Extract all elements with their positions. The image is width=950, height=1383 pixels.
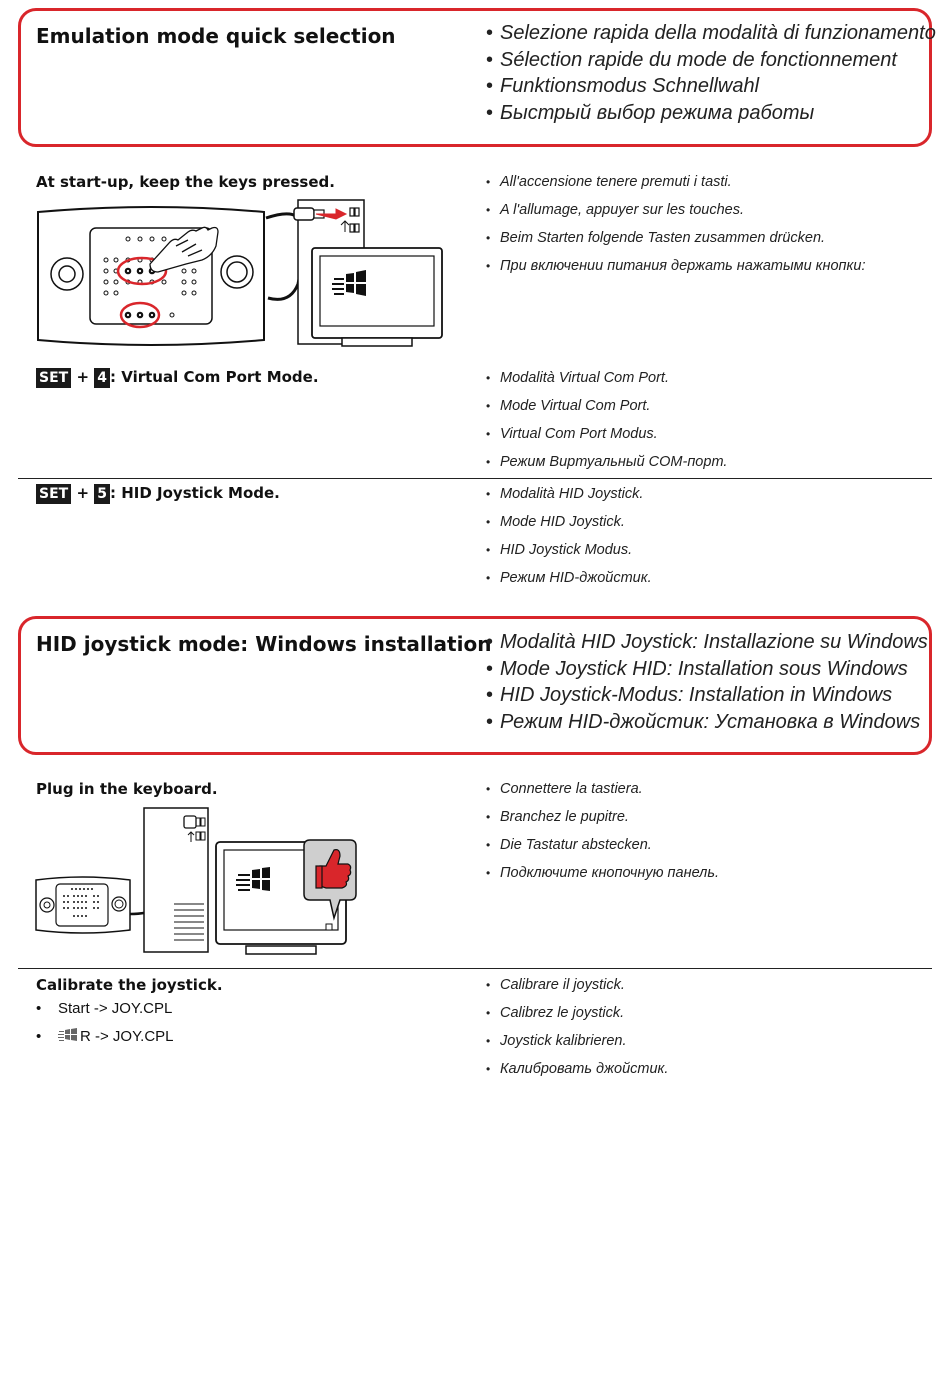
keyboard-drawing (37, 206, 265, 346)
step-text: R -> JOY.CPL (80, 1028, 174, 1045)
step-text: Start -> JOY.CPL (58, 1000, 173, 1017)
plus-sign: + (76, 484, 90, 502)
mode-hid-translations: Modalità HID Joystick. Mode HID Joystick… (486, 480, 652, 592)
windows-logo-icon (58, 1028, 77, 1041)
translation-it: Selezione rapida della modalità di funzi… (486, 20, 936, 47)
translation-de: HID Joystick-Modus: Installation in Wind… (486, 682, 928, 709)
divider (18, 478, 932, 479)
usb-symbol-icon (340, 220, 350, 232)
translation-it: All'accensione tenere premuti i tasti. (486, 168, 865, 196)
translation-de: Die Tastatur abstecken. (486, 831, 719, 859)
translation-ru: Калибровать джойстик. (486, 1055, 668, 1083)
section-translations-emulation: Selezione rapida della modalità di funzi… (486, 20, 936, 126)
translation-it: Modalità Virtual Com Port. (486, 364, 727, 392)
mode-vcp-row: SET + 4: Virtual Com Port Mode. (36, 368, 319, 388)
translation-ru: Подключите кнопочную панель. (486, 859, 719, 887)
monitor-drawing (311, 247, 443, 347)
startup-illustration (37, 199, 443, 347)
translation-it: Modalità HID Joystick: Installazione su … (486, 629, 928, 656)
usb-symbol-icon (187, 831, 195, 842)
translation-ru: Режим Виртуальный COM-порт. (486, 448, 727, 476)
hand-pointer-icon (149, 226, 219, 273)
thumbs-up-icon (303, 839, 357, 931)
translation-ru: Режим HID-джойстик: Установка в Windows (486, 709, 928, 736)
translation-fr: Branchez le pupitre. (486, 803, 719, 831)
translation-ru: Быстрый выбор режима работы (486, 100, 936, 127)
translation-de: Joystick kalibrieren. (486, 1027, 668, 1055)
key-set: SET (36, 484, 72, 504)
mode-vcp-label: : Virtual Com Port Mode. (110, 368, 319, 386)
calibrate-steps: Start -> JOY.CPL R -> JOY.CPL (36, 995, 174, 1051)
usb-plug-icon (183, 815, 197, 829)
translation-fr: A l'allumage, appuyer sur les touches. (486, 196, 865, 224)
usb-plug-icon (293, 207, 348, 221)
translation-it: Connettere la tastiera. (486, 775, 719, 803)
translation-fr: Mode Virtual Com Port. (486, 392, 727, 420)
plus-sign: + (76, 368, 90, 386)
translation-fr: Calibrez le joystick. (486, 999, 668, 1027)
key-4: 4 (94, 368, 110, 388)
divider (18, 968, 932, 969)
usb-cable (265, 212, 305, 301)
section-title-windows-installation: HID joystick mode: Windows installation (36, 632, 492, 656)
calibrate-step: Start -> JOY.CPL (36, 995, 174, 1023)
startup-translations: All'accensione tenere premuti i tasti. A… (486, 168, 865, 280)
translation-de: Funktionsmodus Schnellwahl (486, 73, 936, 100)
mode-vcp-translations: Modalità Virtual Com Port. Mode Virtual … (486, 364, 727, 476)
key-set: SET (36, 368, 72, 388)
translation-fr: Mode Joystick HID: Installation sous Win… (486, 656, 928, 683)
calibrate-translations: Calibrare il joystick. Calibrez le joyst… (486, 971, 668, 1083)
translation-de: HID Joystick Modus. (486, 536, 652, 564)
plug-instruction: Plug in the keyboard. (36, 780, 218, 798)
key-5: 5 (94, 484, 110, 504)
section-title-emulation: Emulation mode quick selection (36, 24, 396, 48)
windows-logo-icon (332, 270, 366, 296)
calibrate-step: R -> JOY.CPL (36, 1023, 174, 1051)
plug-translations: Connettere la tastiera. Branchez le pupi… (486, 775, 719, 887)
translation-fr: Sélection rapide du mode de fonctionneme… (486, 47, 936, 74)
plug-illustration (35, 807, 357, 955)
translation-ru: Режим HID-джойстик. (486, 564, 652, 592)
startup-instruction: At start-up, keep the keys pressed. (36, 173, 335, 191)
translation-de: Beim Starten folgende Tasten zusammen dr… (486, 224, 865, 252)
translation-fr: Mode HID Joystick. (486, 508, 652, 536)
translation-de: Virtual Com Port Modus. (486, 420, 727, 448)
windows-logo-icon (236, 867, 270, 891)
translation-it: Calibrare il joystick. (486, 971, 668, 999)
calibrate-instruction: Calibrate the joystick. (36, 976, 223, 994)
section-header-windows-installation (18, 616, 932, 755)
keyboard-drawing (35, 876, 131, 934)
translation-it: Modalità HID Joystick. (486, 480, 652, 508)
mode-hid-label: : HID Joystick Mode. (110, 484, 280, 502)
mode-hid-row: SET + 5: HID Joystick Mode. (36, 484, 280, 504)
translation-ru: При включении питания держать нажатыми к… (486, 252, 865, 280)
pc-tower-drawing (143, 807, 209, 953)
section-translations-windows-installation: Modalità HID Joystick: Installazione su … (486, 629, 928, 735)
